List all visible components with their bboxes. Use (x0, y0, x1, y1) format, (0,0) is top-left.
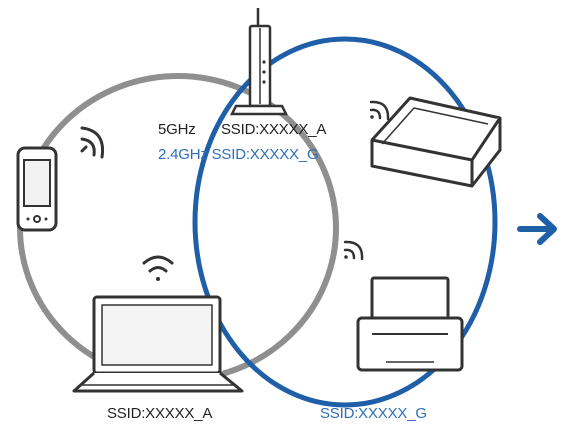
smartphone-icon (16, 146, 58, 232)
wifi-icon (142, 255, 174, 281)
router-24ghz-ssid-label: 2.4GHz SSID:XXXXX_G (158, 146, 319, 163)
network-g-ssid-label: SSID:XXXXX_G (320, 405, 427, 422)
network-a-ssid-label: SSID:XXXXX_A (107, 405, 213, 422)
laptop-icon (72, 295, 244, 393)
wifi-icon (80, 126, 105, 159)
scanner-icon (370, 96, 502, 188)
arrow-right-icon (517, 213, 557, 245)
wifi-icon (369, 100, 390, 121)
router-icon (229, 8, 289, 116)
router-5ghz-band-label: 5GHz (158, 121, 196, 138)
network-g-ring (192, 36, 498, 408)
router-5ghz-ssid-label: SSID:XXXXX_A (221, 121, 327, 138)
printer-icon (356, 276, 464, 372)
wifi-icon (343, 240, 364, 261)
